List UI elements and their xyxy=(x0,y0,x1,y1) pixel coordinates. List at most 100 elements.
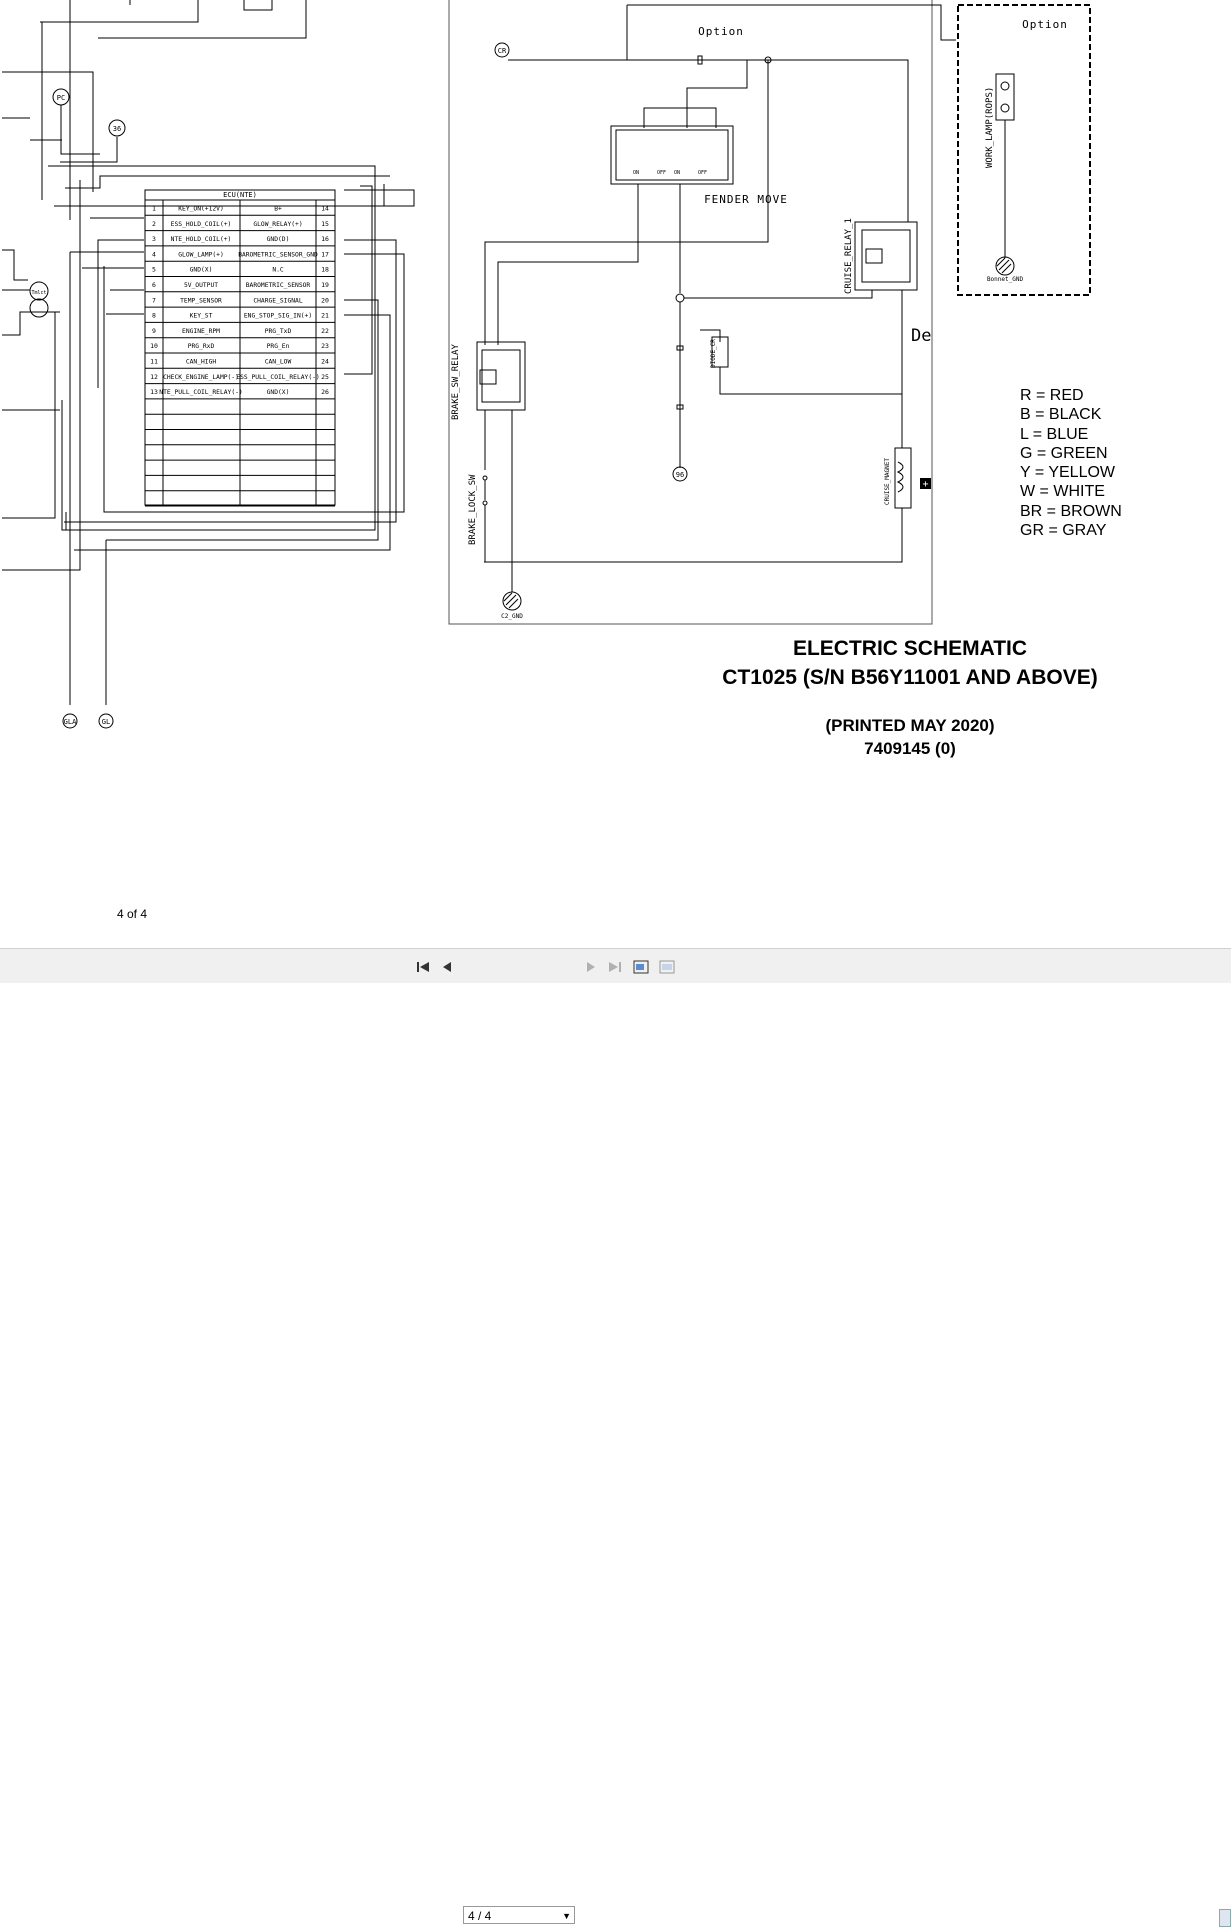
cruise-magnet-coil xyxy=(896,461,904,493)
gl-connector xyxy=(98,713,114,729)
center-frame xyxy=(448,0,933,625)
ecu-pin-right: 15 xyxy=(321,220,329,228)
fit-page-icon[interactable] xyxy=(632,958,650,976)
ecu-pin-left: 3 xyxy=(152,235,156,243)
chevron-down-icon[interactable]: ▼ xyxy=(562,1911,571,1921)
option-label: Option xyxy=(698,25,744,38)
ecu-signal-left: TEMP_SENSOR xyxy=(180,297,222,304)
cruise-magnet-label: CRUISE_MAGNET xyxy=(884,458,891,505)
ecu-signal-left: 5V_OUTPUT xyxy=(184,282,218,289)
wire xyxy=(40,0,199,23)
fender-move-label: FENDER MOVE xyxy=(704,193,788,206)
gnd-hatch xyxy=(996,257,1012,274)
connector-pin xyxy=(676,345,684,351)
brake-sw-relay-inner xyxy=(481,349,521,403)
ecu-signal-right: BAROMETRIC_SENSOR_GND xyxy=(238,251,318,258)
wire xyxy=(65,175,390,189)
wire xyxy=(60,105,100,155)
ecu-signal-right: ENG_STOP_SIG_IN(+) xyxy=(244,313,312,320)
brake-sw-relay-coil xyxy=(479,369,497,385)
ecu-signal-left: GLOW_LAMP(+) xyxy=(178,251,224,258)
wire xyxy=(64,239,397,523)
ecu-pin-right: 21 xyxy=(321,312,329,320)
option-box xyxy=(957,4,1091,296)
wire xyxy=(700,329,721,342)
96-label: 96 xyxy=(676,471,684,479)
cruise-magnet xyxy=(894,447,912,509)
wire xyxy=(2,249,28,281)
work-lamp-label: WORK_LAMP(ROPS) xyxy=(985,87,995,168)
wire xyxy=(103,253,405,513)
wire-cr xyxy=(508,59,909,222)
brake-sw-relay xyxy=(476,341,526,411)
ecu-pin-left: 10 xyxy=(150,342,158,350)
ecu-signal-left: GND(X) xyxy=(190,267,213,274)
wire xyxy=(344,185,373,375)
cruise-relay-coil xyxy=(865,248,883,264)
ecu-pin-left: 5 xyxy=(152,266,156,274)
legend-item: W = WHITE xyxy=(1020,483,1105,501)
wire xyxy=(484,508,903,563)
page-number-input[interactable]: 4 / 4 ▼ xyxy=(463,1906,575,1924)
ecu-pin-right: 16 xyxy=(321,235,329,243)
ecu-pin-left: 9 xyxy=(152,327,156,335)
wire xyxy=(48,165,376,531)
wire xyxy=(74,314,391,551)
connector-pin xyxy=(676,404,684,410)
wire xyxy=(719,290,903,395)
ecu-signal-left: KEY_ST xyxy=(190,313,213,320)
connector-36 xyxy=(108,119,126,137)
wire xyxy=(484,60,769,345)
ecu-signal-right: BAROMETRIC_SENSOR xyxy=(246,282,311,289)
wire xyxy=(2,71,94,192)
gl-label: GL xyxy=(102,718,110,726)
wire xyxy=(2,311,60,336)
bonnet-gnd-symbol xyxy=(995,256,1015,276)
printed-date: (PRINTED MAY 2020) xyxy=(825,716,995,735)
wire xyxy=(60,137,118,163)
connector-96 xyxy=(672,466,688,482)
part-number: 7409145 (0) xyxy=(864,739,956,758)
junction xyxy=(675,293,685,303)
bonnet-gnd-label: Bonnet_GND xyxy=(987,276,1024,283)
lamp-pin xyxy=(1000,81,1010,91)
cr-label: CR xyxy=(498,47,507,55)
36-label: 36 xyxy=(113,125,121,133)
ecu-pin-right: 23 xyxy=(321,342,329,350)
ecu-signal-left: KEY_ON(+12V) xyxy=(178,206,224,213)
cruise-relay-label: CRUISE_RELAY_1 xyxy=(844,218,854,294)
ecu-pin-left: 1 xyxy=(152,205,156,213)
option-box-label: Option xyxy=(1022,18,1068,31)
switch-off-label: OFF xyxy=(657,170,666,176)
ecu-pin-right: 18 xyxy=(321,266,329,274)
wire xyxy=(98,0,307,39)
ecu-pin-right: 19 xyxy=(321,281,329,289)
expand-marker[interactable] xyxy=(920,478,931,489)
next-page-icon[interactable] xyxy=(582,958,600,976)
ecu-signal-left: CHECK_ENGINE_LAMP(-) xyxy=(163,374,239,381)
brake-sw-relay-label: BRAKE_SW_RELAY xyxy=(451,344,461,420)
tmlct-label: Tmlct xyxy=(31,290,46,296)
scrollbar-handle[interactable] xyxy=(1219,1909,1231,1927)
legend-item: G = GREEN xyxy=(1020,444,1108,462)
ecu-pin-left: 7 xyxy=(152,296,156,304)
ecu-signal-right: GND(D) xyxy=(267,236,290,243)
ecu-pin-right: 14 xyxy=(321,205,329,213)
page-number-value: 4 / 4 xyxy=(468,1909,492,1923)
wire xyxy=(2,180,81,571)
first-page-icon[interactable] xyxy=(414,958,432,976)
last-page-icon[interactable] xyxy=(606,958,624,976)
ecu-signal-right: GND(X) xyxy=(267,389,290,396)
diode-label: DIODE_CR xyxy=(710,339,717,368)
switch-off-label-2: OFF xyxy=(698,170,707,176)
fit-width-icon[interactable] xyxy=(658,958,676,976)
ecu-signal-right: B+ xyxy=(274,206,282,213)
ecu-pin-right: 24 xyxy=(321,358,329,366)
ecu-signal-right: PRG_En xyxy=(267,343,290,350)
prev-page-icon[interactable] xyxy=(438,958,456,976)
legend-item: B = BLACK xyxy=(1020,406,1102,424)
switch-on-label-2: ON xyxy=(674,170,680,176)
cr-connector xyxy=(494,42,510,58)
